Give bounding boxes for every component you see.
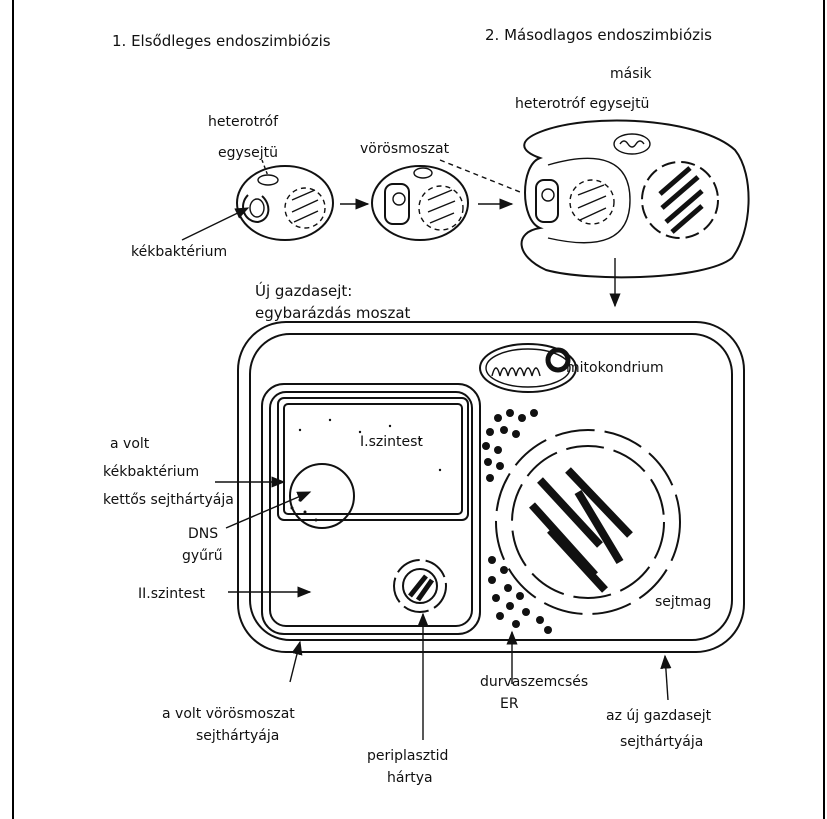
heading-primary: 1. Elsődleges endoszimbiózis: [112, 32, 331, 50]
cell-engulfed-red-alga: [372, 166, 468, 240]
label-szintest-1: I.szintest: [360, 434, 423, 450]
label-dns-1: DNS: [188, 526, 218, 542]
label-periplasztid-2: hártya: [387, 770, 433, 786]
pointer-volt-voros: [290, 642, 300, 682]
label-volt-voros-2: sejthártyája: [196, 728, 279, 744]
label-durva-1: durvaszemcsés: [480, 674, 588, 690]
pointer-kekbakterium: [182, 208, 248, 240]
label-vorosmoszat: vörösmoszat: [360, 141, 450, 157]
label-dns-2: gyűrű: [182, 548, 223, 564]
label-szintest-2: II.szintest: [138, 586, 206, 602]
pointer-uj-hartya: [665, 656, 668, 700]
label-uj-hartya-2: sejthártyája: [620, 734, 703, 750]
label-sejtmag: sejtmag: [655, 594, 711, 610]
label-heterotrof-1: heterotróf: [208, 114, 279, 130]
label-volt-kek-1: a volt: [110, 436, 150, 452]
label-kekbakterium: kékbaktérium: [131, 244, 227, 260]
label-masik-1: másik: [610, 66, 652, 82]
nucleus: [496, 430, 680, 614]
chromosomes: [532, 470, 630, 590]
label-masik-2: heterotróf egysejtü: [515, 96, 649, 112]
label-periplasztid-1: periplasztid: [367, 748, 448, 764]
label-uj-hartya-1: az új gazdasejt: [606, 708, 712, 724]
label-volt-kek-3: kettős sejthártyája: [103, 492, 234, 508]
label-uj-gazdasejt-2: egybarázdás moszat: [255, 304, 411, 322]
label-uj-gazdasejt-1: Új gazdasejt:: [255, 281, 352, 300]
chloroplast-2: [394, 560, 446, 612]
label-durva-2: ER: [500, 696, 519, 712]
label-heterotrof-2: egysejtü: [218, 145, 278, 161]
cell-second-heterotroph: [522, 120, 749, 277]
label-volt-voros-1: a volt vörösmoszat: [162, 706, 295, 722]
heading-secondary: 2. Másodlagos endoszimbiózis: [485, 26, 712, 44]
label-volt-kek-2: kékbaktérium: [103, 464, 199, 480]
cell-heterotroph-1: [237, 166, 333, 240]
mitochondrion: [480, 344, 576, 392]
label-mitokondrium: mitokondrium: [566, 360, 664, 376]
